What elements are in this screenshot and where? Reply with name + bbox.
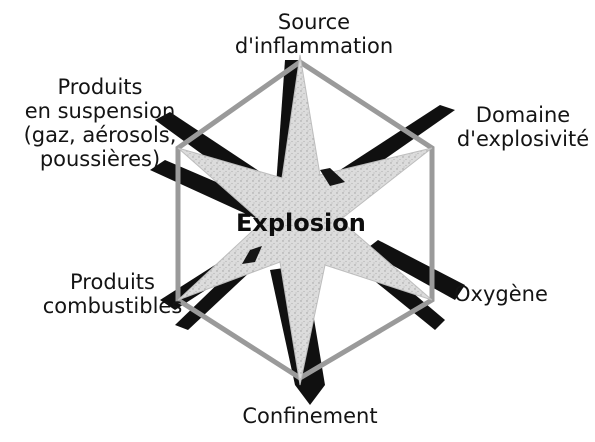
label-suspended-products: Produits en suspension (gaz, aérosols, p… <box>10 75 190 171</box>
label-combustible-products: Produits combustibles <box>30 270 195 318</box>
label-oxygen: Oxygène <box>454 282 548 306</box>
label-line: Produits <box>30 270 195 294</box>
label-line: d'inflammation <box>224 34 404 58</box>
label-line: Confinement <box>220 404 400 428</box>
label-line: poussières) <box>10 147 190 171</box>
label-line: en suspension <box>10 99 190 123</box>
label-explosive-range: Domaine d'explosivité <box>448 103 595 151</box>
label-line: Source <box>224 10 404 34</box>
label-line: combustibles <box>30 294 195 318</box>
center-label-explosion: Explosion <box>236 209 366 237</box>
label-line: (gaz, aérosols, <box>10 123 190 147</box>
label-ignition-source: Source d'inflammation <box>224 10 404 58</box>
label-line: d'explosivité <box>448 127 595 151</box>
label-line: Oxygène <box>454 282 548 306</box>
label-line: Produits <box>10 75 190 99</box>
label-confinement: Confinement <box>220 404 400 428</box>
label-line: Domaine <box>448 103 595 127</box>
